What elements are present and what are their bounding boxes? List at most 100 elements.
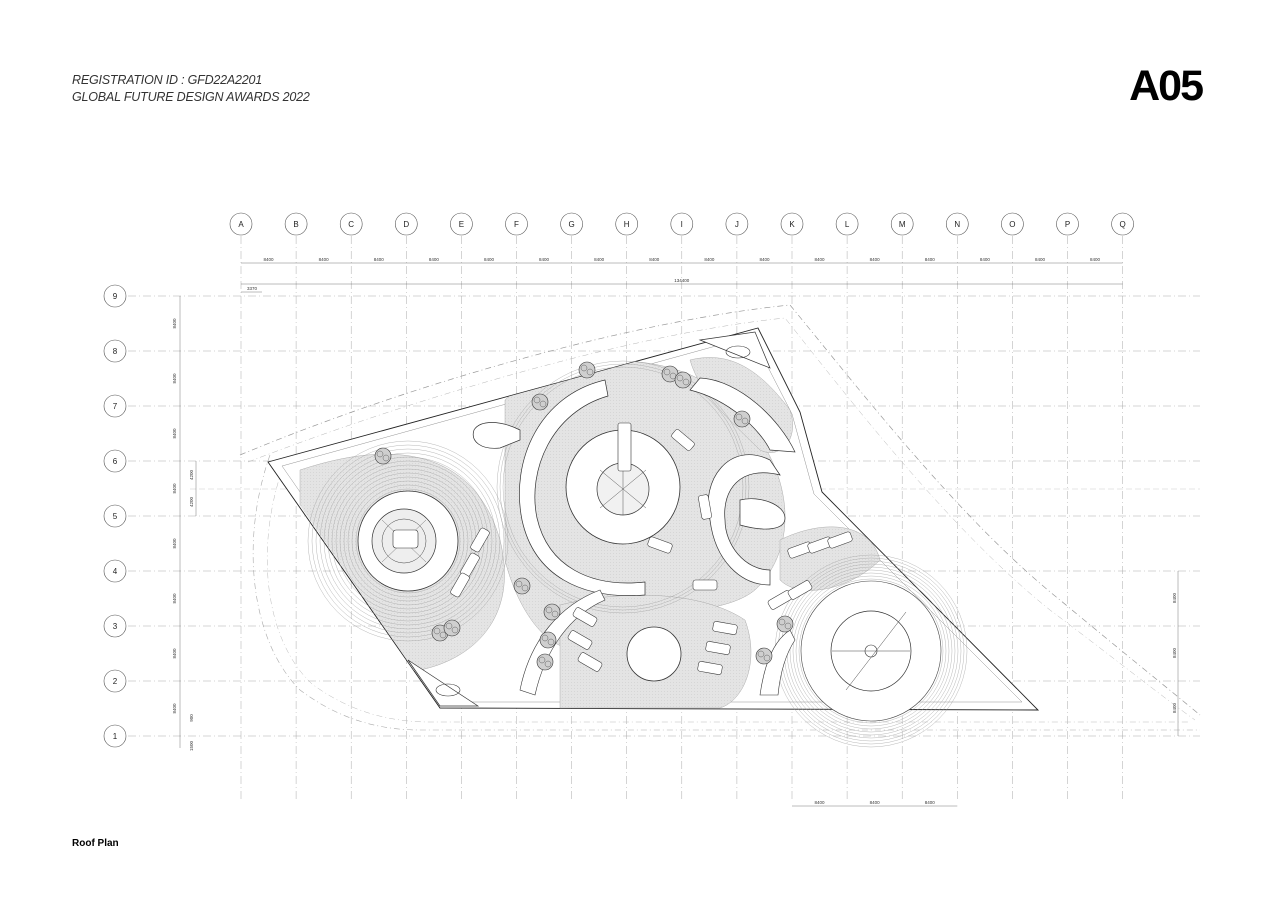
grid-bubble-col-label: F: [514, 220, 519, 229]
dimension-label: 8400: [484, 257, 495, 262]
tree-canopy: [776, 615, 794, 633]
grid-bubble-col: [1111, 212, 1134, 236]
southeast-path: [759, 629, 796, 696]
grid-bubble-row: [103, 669, 127, 693]
southwest-pod-car: [435, 683, 461, 697]
tree-canopy-detail: [547, 638, 555, 646]
ring-plaza-central: [496, 360, 750, 614]
grid-bubble-row: [103, 504, 127, 528]
tree-canopy-detail: [778, 618, 786, 626]
car: [705, 641, 731, 655]
tree-canopy-detail: [741, 417, 749, 425]
dimension-label: 8400: [429, 257, 440, 262]
parked-cars: [450, 429, 853, 675]
northeast-pod-car: [725, 345, 751, 359]
dimension-label: 8400: [649, 257, 660, 262]
grid-bubble-col-label: M: [899, 220, 906, 229]
tree-canopy: [374, 447, 392, 465]
dimension-label-left: 8400: [172, 318, 177, 329]
site-boundary-curve-inner: [247, 317, 1196, 721]
northeast-pod: [698, 331, 771, 369]
dimension-label: 8400: [815, 257, 826, 262]
dimension-label: 8400: [925, 257, 936, 262]
grid-bubble-row-label: 6: [113, 457, 118, 466]
tree-canopy-detail: [676, 374, 684, 382]
tree-canopy-detail: [586, 368, 594, 376]
tree: [443, 619, 461, 637]
dimension-label-left: 8400: [172, 593, 177, 604]
ring: [323, 456, 493, 626]
car: [698, 494, 712, 520]
east-ramp-loop: [739, 498, 786, 530]
grid-bubble-row: [103, 559, 127, 583]
west-car-display: [392, 529, 419, 549]
central-skylight-cross: [599, 463, 647, 515]
dimension-label: 8400: [980, 257, 991, 262]
ring: [343, 476, 473, 606]
grid-bubble-col: [835, 212, 859, 236]
grid-bubble-row: [103, 339, 127, 363]
central-car-display: [617, 422, 632, 472]
dimension-label-right: 8400: [1172, 592, 1177, 603]
dimension-label-bottom: 8400: [925, 800, 936, 805]
grid-bubble-row-label: 2: [113, 677, 118, 686]
grid-bubble-col: [780, 212, 804, 236]
grid-bubble-col: [615, 212, 639, 236]
site-boundary-curve: [239, 304, 1201, 716]
grid-bubble-col: [725, 212, 749, 236]
dimension-label-left: 8400: [172, 538, 177, 549]
grid-bubble-col-label: E: [459, 220, 464, 229]
dimension-edge-label: 900: [189, 714, 194, 722]
tree: [776, 615, 794, 633]
tree-canopy-detail: [663, 368, 671, 376]
east-ramp: [707, 454, 781, 586]
tree-canopy-detail: [382, 454, 390, 462]
north-ramp-loop: [472, 422, 521, 449]
grid-bubble-col-label: K: [789, 220, 795, 229]
tree-canopy: [536, 653, 554, 671]
tree-canopy: [443, 619, 461, 637]
grid-bubble-col: [339, 212, 363, 236]
tree: [513, 577, 531, 595]
tree-canopy: [733, 410, 751, 428]
grid-bubble-row-label: 4: [113, 567, 118, 576]
tree-canopy-detail: [580, 364, 588, 372]
tree: [536, 653, 554, 671]
tree: [674, 371, 692, 389]
dimension-half-label: 4200: [189, 469, 194, 480]
tree: [374, 447, 392, 465]
dimension-label-bottom: 8400: [870, 800, 881, 805]
grid-bubble-row: [103, 449, 127, 473]
grid-bubble-row-label: 1: [113, 732, 118, 741]
tree-canopy: [674, 371, 692, 389]
tree-canopy: [513, 577, 531, 595]
tree-canopy-detail: [784, 622, 792, 630]
dimension-label: 8400: [704, 257, 715, 262]
grid-bubble-col: [284, 212, 308, 236]
title-block: REGISTRATION ID : GFD22A2201 GLOBAL FUTU…: [72, 72, 310, 106]
tree-canopy: [539, 631, 557, 649]
dimension-label: 8400: [374, 257, 385, 262]
grid-bubble-row: [103, 614, 127, 638]
tree: [539, 631, 557, 649]
tree-canopy-detail: [541, 634, 549, 642]
grid-bubble-row-label: 3: [113, 622, 118, 631]
dimension-label: 8400: [539, 257, 550, 262]
grid-bubble-col-label: G: [568, 220, 574, 229]
grid-bubble-col-label: C: [348, 220, 354, 229]
grid-bubble-col: [505, 212, 528, 236]
ring: [502, 366, 744, 608]
grid-bubble-col-label: Q: [1119, 220, 1125, 229]
tree-canopy-detail: [551, 610, 559, 618]
car: [671, 429, 695, 451]
dimension-label: 8400: [1090, 257, 1101, 262]
tree-canopy-detail: [376, 450, 384, 458]
tree-canopy-detail: [521, 584, 529, 592]
dimension-label-left: 8400: [172, 373, 177, 384]
dimension-label-right: 8400: [1172, 647, 1177, 658]
grid-bubble-col-label: P: [1065, 220, 1070, 229]
grid-bubble-col: [1056, 212, 1079, 236]
tree-canopy-detail: [757, 650, 765, 658]
